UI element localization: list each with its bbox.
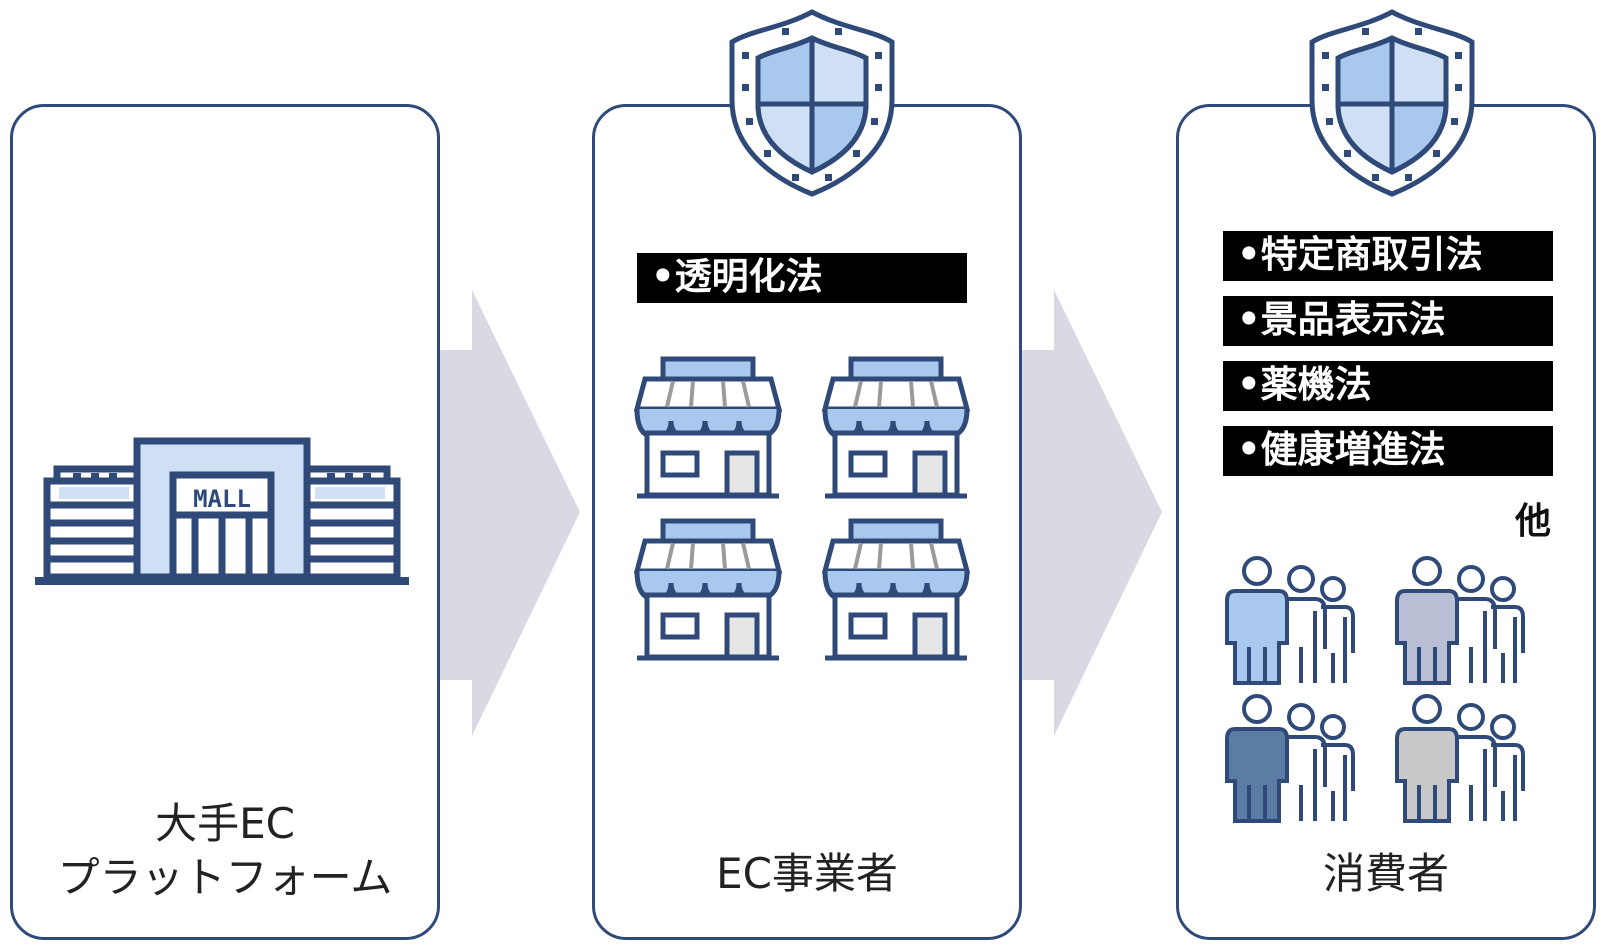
caption-line-1: 大手EC — [155, 799, 295, 848]
shop-icon — [633, 518, 783, 661]
bullet: • — [1237, 428, 1261, 471]
panel-ec-platform: MALL 大手EC プラットフォーム — [10, 104, 440, 940]
panel-consumers: •特定商取引法 •景品表示法 •薬機法 •健康増進法 他 — [1176, 104, 1596, 940]
law-label: 健康増進法 — [1260, 428, 1446, 471]
shop-icon — [821, 518, 971, 661]
mall-sign-text: MALL — [193, 485, 251, 513]
law-label: 薬機法 — [1260, 363, 1372, 406]
law-label: 特定商取引法 — [1260, 233, 1483, 276]
arrow-right-1 — [438, 290, 580, 736]
law-item: •薬機法 — [1223, 361, 1553, 411]
shield-icon — [1309, 9, 1475, 197]
people-group-icon — [1225, 694, 1355, 823]
law-item: •特定商取引法 — [1223, 231, 1553, 281]
shield-icon — [729, 9, 895, 197]
people-group-icon — [1395, 556, 1525, 685]
panel-caption: EC事業者 — [716, 849, 898, 898]
arrow-right-2 — [1020, 290, 1162, 736]
panel-caption: 消費者 — [1322, 849, 1449, 898]
panel-ec-businesses: •透明化法 EC事業者 — [592, 104, 1022, 940]
people-group-icon — [1225, 556, 1355, 685]
shop-icon — [633, 356, 783, 499]
bullet: • — [1237, 298, 1261, 341]
people-group-icon — [1395, 694, 1525, 823]
bullet: • — [651, 255, 675, 298]
law-item: •景品表示法 — [1223, 296, 1553, 346]
law-item: •透明化法 — [637, 253, 967, 303]
law-item: •健康増進法 — [1223, 426, 1553, 476]
caption-line-2: プラットフォーム — [57, 853, 393, 902]
bullet: • — [1237, 233, 1261, 276]
law-label: 景品表示法 — [1260, 298, 1446, 341]
law-label: 透明化法 — [674, 255, 823, 298]
others-label: 他 — [1515, 501, 1552, 542]
panel-caption: 大手EC プラットフォーム — [13, 797, 437, 905]
mall-building-icon: MALL — [35, 437, 409, 585]
shop-icon — [821, 356, 971, 499]
bullet: • — [1237, 363, 1261, 406]
